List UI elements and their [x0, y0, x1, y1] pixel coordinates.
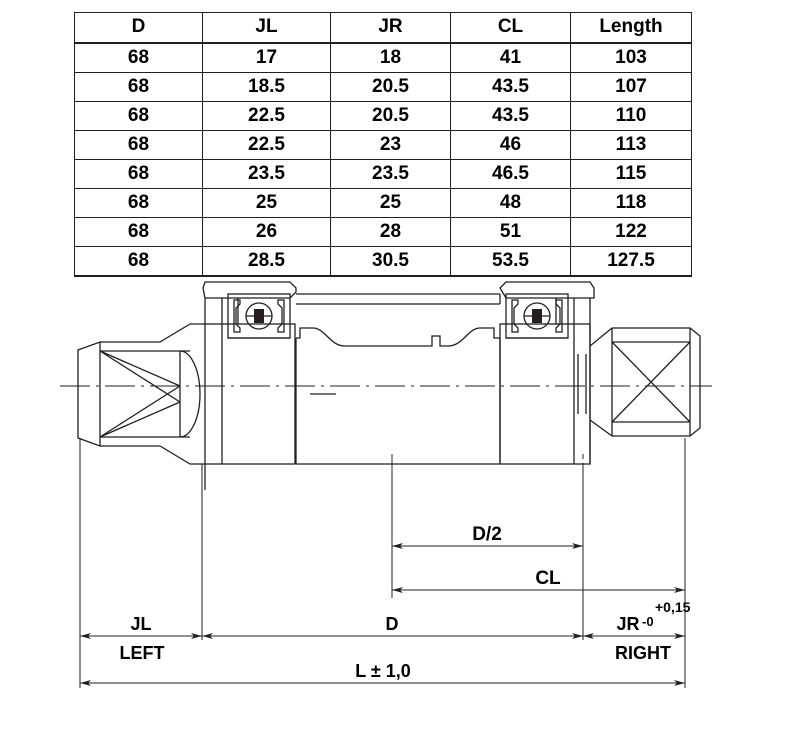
cell-length: 110	[570, 101, 692, 131]
dimension-label-jr: JR	[616, 614, 639, 634]
cell-cl: 51	[450, 217, 571, 247]
bottom-bracket-svg: D/2 CL JL D JR +0,15 -0 LEFT RIGHT L ± 1…	[60, 281, 712, 688]
column-header-jr: JR	[330, 12, 451, 44]
cell-jr: 25	[330, 188, 451, 218]
table-row: 68 28.5 30.5 53.5 127.5	[74, 246, 692, 277]
cell-d: 68	[74, 130, 203, 160]
column-header-length: Length	[570, 12, 692, 44]
right-spindle-taper	[577, 327, 701, 437]
cell-length: 118	[570, 188, 692, 218]
cell-jl: 17	[202, 42, 331, 73]
cell-length: 113	[570, 130, 692, 160]
table-header-row: D JL JR CL Length	[74, 12, 692, 44]
cell-cl: 46	[450, 130, 571, 160]
dimension-label-cl: CL	[535, 568, 561, 589]
left-cup-assembly	[202, 281, 297, 490]
column-header-d: D	[74, 12, 203, 44]
table-row: 68 25 25 48 118	[74, 188, 692, 218]
cell-jl: 22.5	[202, 101, 331, 131]
cell-jr: 23.5	[330, 159, 451, 189]
cell-jr: 20.5	[330, 72, 451, 102]
specification-table: D JL JR CL Length 68 17 18 41 103 68 18.	[74, 12, 692, 277]
cell-cl: 43.5	[450, 101, 571, 131]
dimension-label-jl: JL	[130, 614, 151, 634]
cell-jr: 28	[330, 217, 451, 247]
dimension-label-d-half: D/2	[472, 524, 502, 545]
dimension-label-total-length: L ± 1,0	[355, 661, 411, 681]
cell-d: 68	[74, 217, 203, 247]
table-row: 68 23.5 23.5 46.5 115	[74, 159, 692, 189]
cell-length: 107	[570, 72, 692, 102]
cell-cl: 43.5	[450, 72, 571, 102]
column-header-cl: CL	[450, 12, 571, 44]
table-row: 68 18.5 20.5 43.5 107	[74, 72, 692, 102]
dimension-label-d: D	[386, 614, 399, 634]
side-label-left: LEFT	[120, 643, 165, 663]
cell-cl: 46.5	[450, 159, 571, 189]
cell-jl: 18.5	[202, 72, 331, 102]
cell-d: 68	[74, 42, 203, 73]
table-row: 68 22.5 20.5 43.5 110	[74, 101, 692, 131]
table-row: 68 22.5 23 46 113	[74, 130, 692, 160]
side-label-right: RIGHT	[615, 643, 671, 663]
cell-d: 68	[74, 188, 203, 218]
cell-length: 122	[570, 217, 692, 247]
cell-length: 115	[570, 159, 692, 189]
cell-cl: 48	[450, 188, 571, 218]
bottom-bracket-shell	[295, 293, 501, 465]
right-cup-assembly	[499, 281, 595, 465]
cell-jl: 22.5	[202, 130, 331, 160]
cell-jl: 26	[202, 217, 331, 247]
cell-jr: 20.5	[330, 101, 451, 131]
table-row: 68 17 18 41 103	[74, 42, 692, 73]
cell-d: 68	[74, 101, 203, 131]
cell-d: 68	[74, 246, 203, 277]
tolerance-label-jr-upper: +0,15	[655, 599, 691, 615]
specification-table-container: D JL JR CL Length 68 17 18 41 103 68 18.	[74, 12, 692, 277]
extension-lines	[79, 438, 686, 688]
cell-jr: 18	[330, 42, 451, 73]
cell-cl: 41	[450, 42, 571, 73]
cell-jl: 28.5	[202, 246, 331, 277]
column-header-jl: JL	[202, 12, 331, 44]
bottom-bracket-drawing: D/2 CL JL D JR +0,15 -0 LEFT RIGHT L ± 1…	[0, 268, 800, 708]
cell-cl: 53.5	[450, 246, 571, 277]
cell-length: 127.5	[570, 246, 692, 277]
cell-jl: 23.5	[202, 159, 331, 189]
table-row: 68 26 28 51 122	[74, 217, 692, 247]
dimension-lines	[80, 543, 685, 686]
cell-d: 68	[74, 159, 203, 189]
cell-d: 68	[74, 72, 203, 102]
cell-jr: 23	[330, 130, 451, 160]
cell-jl: 25	[202, 188, 331, 218]
left-spindle-taper	[77, 323, 205, 465]
cell-length: 103	[570, 42, 692, 73]
tolerance-label-jr-lower: -0	[642, 614, 654, 629]
